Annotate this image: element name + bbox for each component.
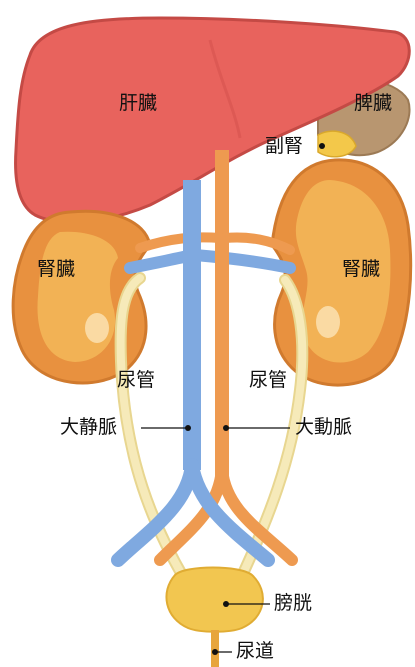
label-urethra: 尿道 bbox=[236, 642, 274, 661]
urethra bbox=[211, 630, 219, 667]
label-ureter-left: 尿管 bbox=[117, 371, 155, 390]
label-kidney-right: 腎臓 bbox=[342, 260, 380, 279]
label-vena-cava: 大静脈 bbox=[60, 418, 117, 437]
label-spleen: 脾臓 bbox=[354, 94, 392, 113]
label-liver: 肝臓 bbox=[119, 94, 157, 113]
label-bladder: 膀胱 bbox=[274, 594, 312, 613]
bladder bbox=[166, 568, 262, 632]
label-kidney-left: 腎臓 bbox=[37, 260, 75, 279]
label-aorta: 大動脈 bbox=[295, 418, 352, 437]
label-ureter-right: 尿管 bbox=[249, 371, 287, 390]
label-adrenal: 副腎 bbox=[265, 137, 303, 156]
